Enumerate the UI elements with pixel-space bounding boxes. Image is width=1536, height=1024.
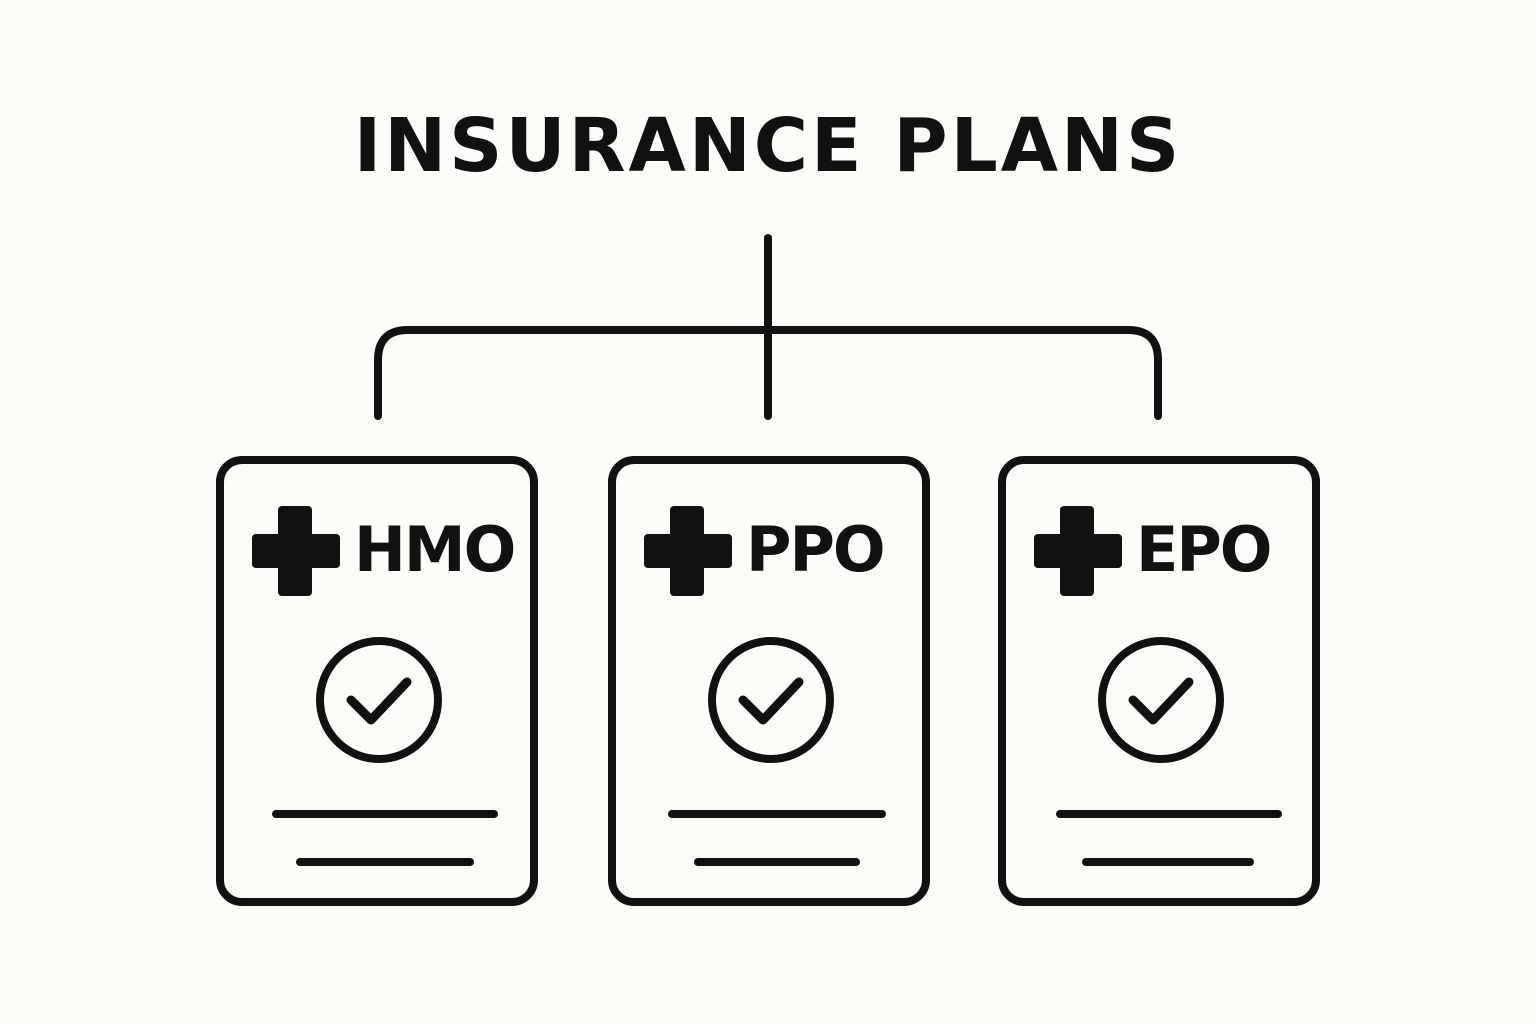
- check-circle-icon: [1098, 637, 1224, 763]
- check-circle-icon: [316, 637, 442, 763]
- text-line-long: [668, 810, 886, 818]
- check-circle-icon: [708, 637, 834, 763]
- medical-cross-icon: [1034, 506, 1122, 596]
- text-line-short: [694, 858, 860, 866]
- plan-card-hmo: HMO: [216, 456, 538, 906]
- medical-cross-icon: [644, 506, 732, 596]
- plan-card-epo: EPO: [998, 456, 1320, 906]
- diagram-title: INSURANCE PLANS: [353, 103, 1183, 189]
- medical-cross-icon: [252, 506, 340, 596]
- plan-label-hmo: HMO: [354, 513, 516, 586]
- text-line-short: [296, 858, 474, 866]
- plan-card-ppo: PPO: [608, 456, 930, 906]
- branch-line: [374, 326, 1162, 420]
- plan-label-epo: EPO: [1136, 513, 1272, 586]
- plan-label-ppo: PPO: [746, 513, 886, 586]
- text-line-short: [1082, 858, 1254, 866]
- text-line-long: [272, 810, 498, 818]
- text-line-long: [1056, 810, 1282, 818]
